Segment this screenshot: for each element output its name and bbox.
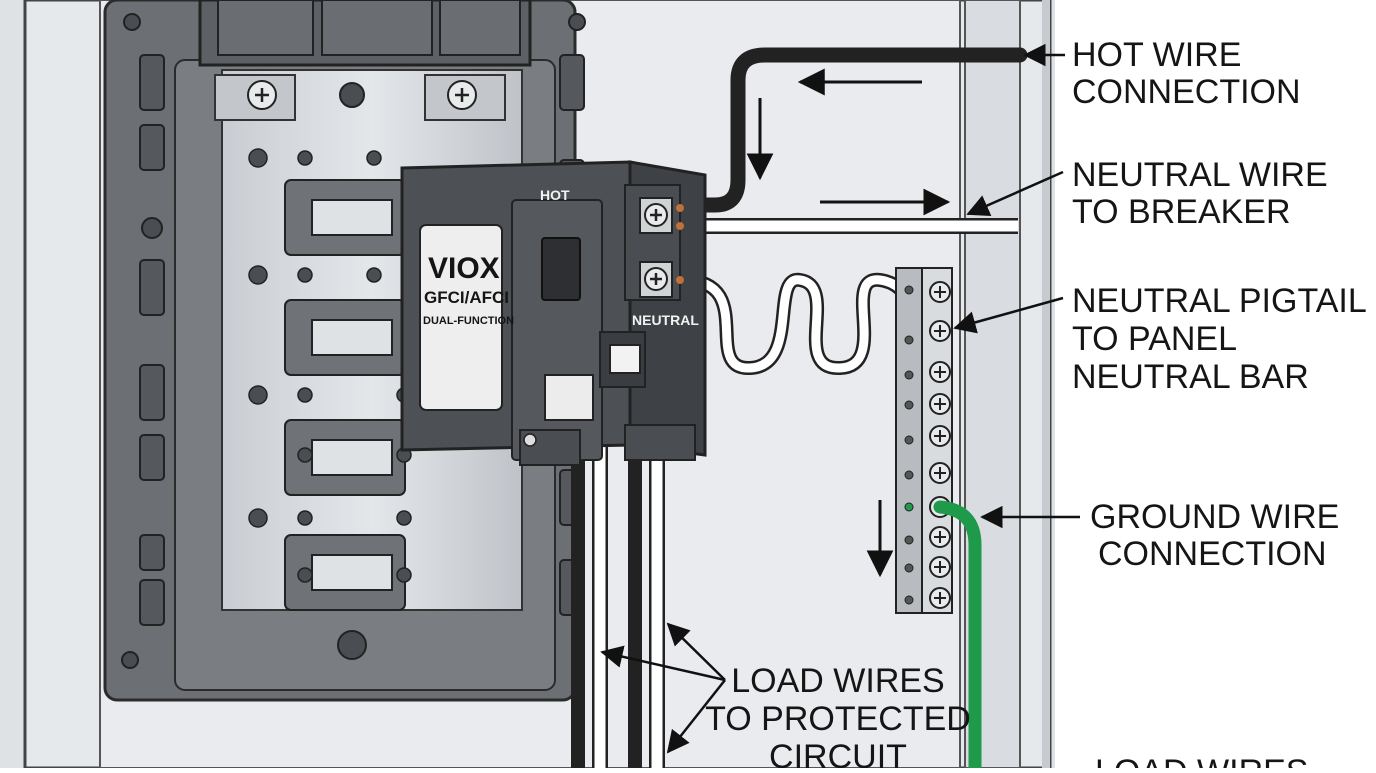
callout-ground-line1: GROUND WIRE xyxy=(1090,498,1339,536)
ground-wire xyxy=(933,500,982,773)
gfci-afci-breaker: VIOX GFCI/AFCI DUAL-FUNCTION HOT NEUTRAL xyxy=(400,160,707,466)
callout-neutral-line1: NEUTRAL WIRE xyxy=(1072,156,1328,194)
callout-neutral-line2: TO BREAKER xyxy=(1072,193,1291,231)
neutral-pigtail xyxy=(673,272,922,376)
callout-hot-line2: CONNECTION xyxy=(1072,73,1301,111)
neutral-bar xyxy=(895,267,953,614)
breaker-type: GFCI/AFCI xyxy=(424,288,509,307)
callout-ground-line2: CONNECTION xyxy=(1098,535,1327,573)
callout-hot-wire: HOT WIRE CONNECTION xyxy=(1072,36,1301,111)
callout-hot-line1: HOT WIRE xyxy=(1072,36,1241,74)
hot-terminal-label: HOT xyxy=(540,187,570,203)
callout-pigtail-line1: NEUTRAL PIGTAIL xyxy=(1072,282,1367,320)
neutral-terminal-label: NEUTRAL xyxy=(632,312,699,328)
callout-load-line2: TO PROTECTED xyxy=(705,700,971,738)
callout-pigtail-line3: NEUTRAL BAR xyxy=(1072,358,1309,396)
flow-arrows xyxy=(746,68,951,578)
callout-ground-wire: GROUND WIRE CONNECTION xyxy=(1090,498,1339,573)
breaker-subtitle: DUAL-FUNCTION xyxy=(423,315,514,327)
callout-load-line1: LOAD WIRES xyxy=(731,662,944,700)
callout-leaders xyxy=(600,43,1080,754)
callout-load-wires: LOAD WIRES TO PROTECTED CIRCUIT xyxy=(705,662,971,773)
breaker-brand: VIOX xyxy=(428,252,500,285)
callout-load-wires-cut: LOAD WIRES xyxy=(1095,753,1308,768)
callout-neutral-pigtail: NEUTRAL PIGTAIL TO PANEL NEUTRAL BAR xyxy=(1072,282,1367,396)
hot-wire xyxy=(675,47,1028,213)
load-wires xyxy=(571,430,665,768)
callout-pigtail-line2: TO PANEL xyxy=(1072,320,1237,358)
callout-neutral-wire: NEUTRAL WIRE TO BREAKER xyxy=(1072,156,1328,231)
callout-load-line3: CIRCUIT xyxy=(769,738,907,768)
